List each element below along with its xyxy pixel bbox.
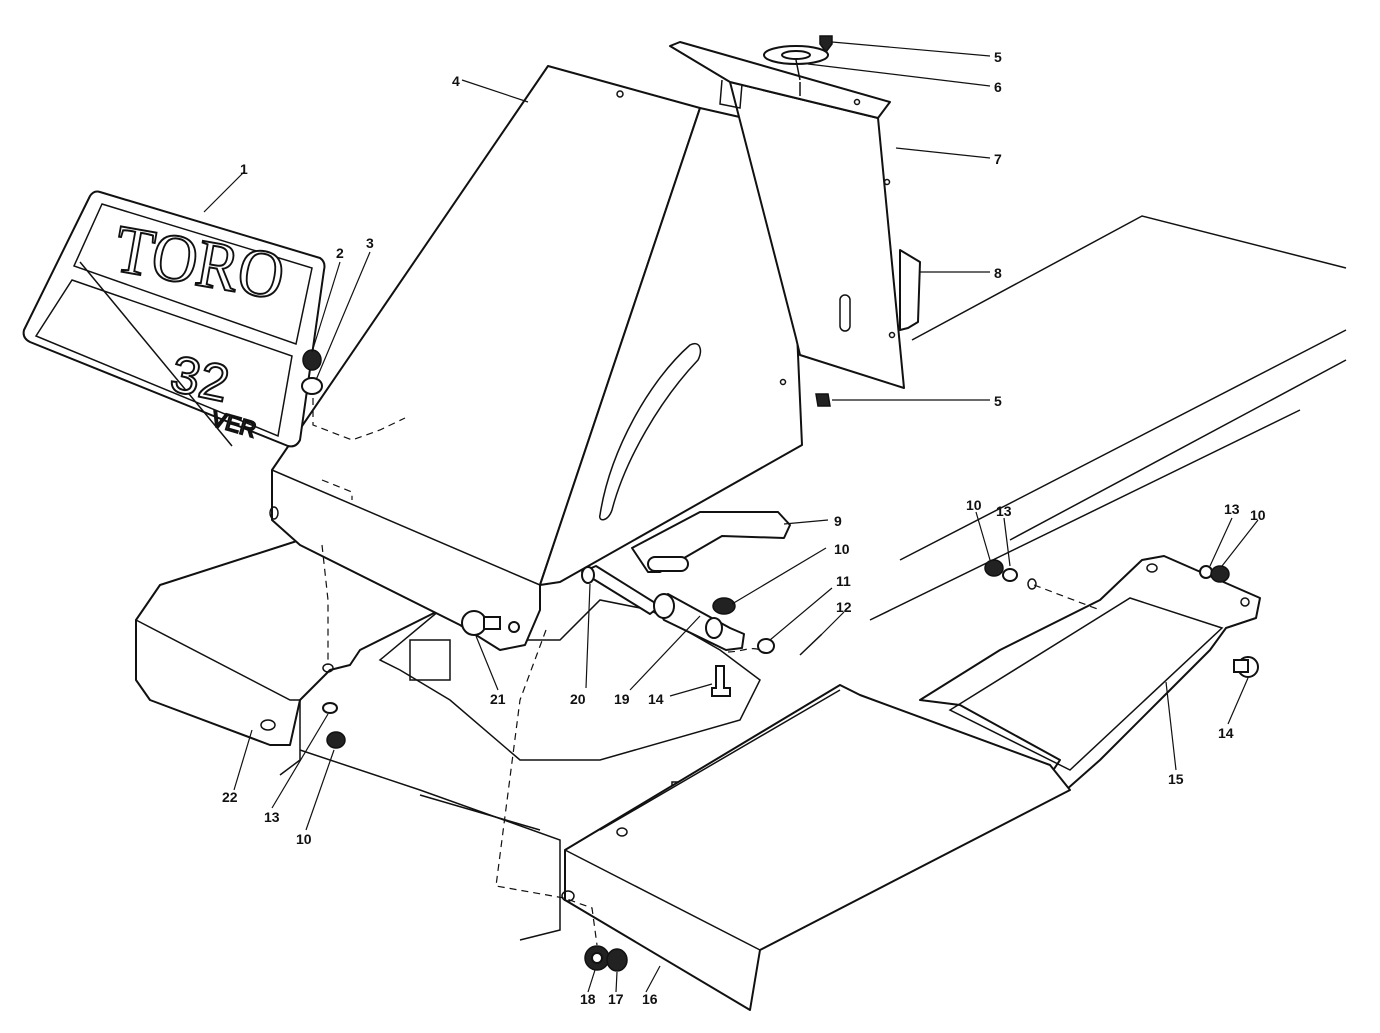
callout-7: 7 xyxy=(994,151,1002,167)
screw-2 xyxy=(302,349,322,371)
callout-3: 3 xyxy=(366,235,374,251)
callout-4: 4 xyxy=(452,73,460,89)
callout-10-right: 10 xyxy=(1250,507,1266,523)
callout-15: 15 xyxy=(1168,771,1184,787)
callout-13-left: 13 xyxy=(264,809,280,825)
hinge-19 xyxy=(653,593,745,651)
callout-14-hinge: 14 xyxy=(648,691,664,707)
callout-6: 6 xyxy=(994,79,1002,95)
callout-17: 17 xyxy=(608,991,624,1007)
callout-19: 19 xyxy=(614,691,630,707)
washer-13-right xyxy=(1199,565,1213,579)
callout-10-mid: 10 xyxy=(966,497,982,513)
screw-5-lower xyxy=(815,393,831,407)
nut-10-mid xyxy=(984,559,1004,577)
washer-13-mid xyxy=(1002,568,1018,582)
callout-22: 22 xyxy=(222,789,238,805)
callout-14-right: 14 xyxy=(1218,725,1234,741)
callout-5-top: 5 xyxy=(994,49,1002,65)
callout-12: 12 xyxy=(836,599,852,615)
shroud xyxy=(269,65,803,651)
pin-12 xyxy=(799,633,823,656)
assembly-lines xyxy=(312,398,1101,946)
washer-11 xyxy=(757,638,775,654)
callout-16: 16 xyxy=(642,991,658,1007)
nut-10-left xyxy=(326,731,346,749)
callout-10-left: 10 xyxy=(296,831,312,847)
callout-2: 2 xyxy=(336,245,344,261)
callout-13-mid: 13 xyxy=(996,503,1012,519)
callout-21: 21 xyxy=(490,691,506,707)
bolt-21 xyxy=(461,610,487,636)
rear-plate xyxy=(669,41,921,389)
nut-10 xyxy=(712,597,736,615)
hardware xyxy=(301,35,1259,972)
callout-20: 20 xyxy=(570,691,586,707)
callout-11: 11 xyxy=(836,573,851,589)
nut-17 xyxy=(606,948,628,972)
hinged-cover xyxy=(919,555,1261,791)
nut-10-right xyxy=(1210,565,1230,583)
right-deflector xyxy=(561,684,1071,1011)
leader-lines xyxy=(203,41,1259,993)
handle-pin xyxy=(647,556,689,572)
callout-10-hinge: 10 xyxy=(834,541,850,557)
decal-model-number: 32 xyxy=(166,345,235,414)
callout-18: 18 xyxy=(580,991,596,1007)
callouts: 1 2 3 4 5 6 7 8 5 9 10 11 12 14 19 20 21… xyxy=(222,49,1266,1007)
washer-3 xyxy=(301,377,323,395)
callout-9: 9 xyxy=(834,513,842,529)
decal: TORO 32 VER xyxy=(22,190,326,448)
callout-13-right: 13 xyxy=(1224,501,1240,517)
callout-5-lower: 5 xyxy=(994,393,1002,409)
callout-8: 8 xyxy=(994,265,1002,281)
screw-5-top xyxy=(819,35,833,54)
bolt-14 xyxy=(711,665,731,697)
washer-13-left xyxy=(322,702,338,714)
callout-1: 1 xyxy=(240,161,248,177)
